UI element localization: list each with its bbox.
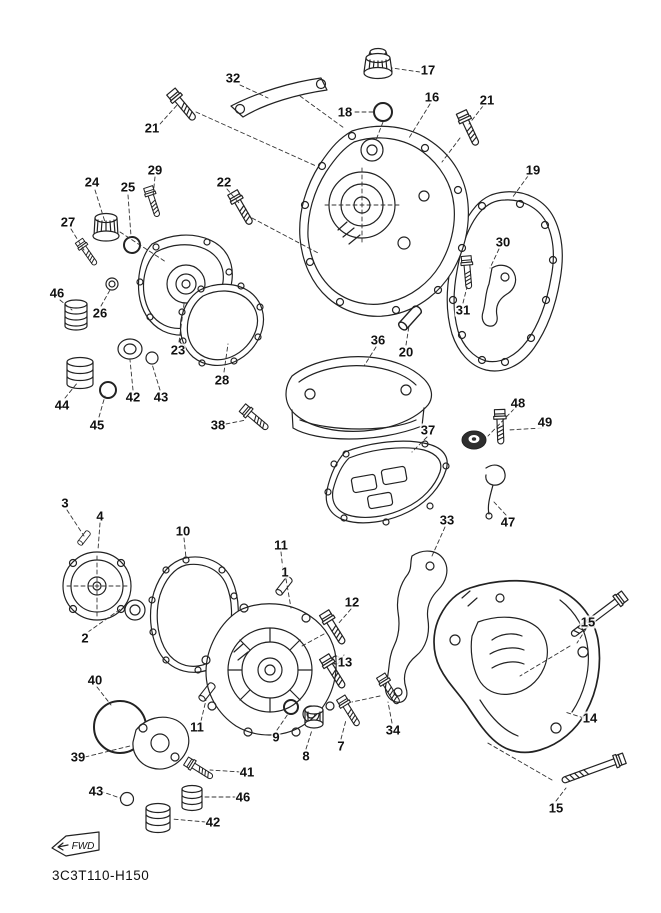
part-bolt-41 (182, 755, 216, 783)
part-middle-cover (285, 356, 433, 440)
part-dowel-3 (76, 529, 92, 547)
part-bolt-29 (142, 184, 164, 219)
part-seal-2 (124, 599, 146, 621)
part-spring-46 (64, 299, 88, 331)
part-dowel-11a (274, 575, 294, 597)
part-oring-9 (283, 699, 299, 715)
part-round-cover-4 (62, 551, 132, 621)
part-bolt-21a (165, 86, 200, 125)
part-side-cover-14 (433, 579, 601, 754)
part-middle-gasket (324, 440, 450, 526)
part-oring-18 (373, 102, 393, 122)
part-washer-26 (105, 277, 119, 291)
part-oring-45 (99, 381, 117, 399)
part-clutch-cover (299, 125, 469, 317)
part-cap-24 (92, 212, 120, 242)
part-small-cover-gasket (178, 282, 265, 367)
part-bolt-49 (492, 408, 508, 445)
part-top-bracket (230, 77, 328, 118)
part-wire-clamp-47 (485, 464, 506, 520)
part-bolt-7 (335, 693, 364, 729)
part-hook-lever (481, 264, 517, 327)
part-oring-43 (145, 351, 159, 365)
part-seal-42b (145, 802, 171, 834)
part-seal-42 (117, 338, 143, 360)
part-code: 3C3T110-H150 (52, 868, 150, 883)
fwd-label: FWD (72, 841, 95, 852)
part-bolt-38 (238, 402, 272, 434)
part-plate-39 (132, 716, 190, 770)
part-spring-46b (181, 784, 203, 812)
part-bolt-21b (454, 108, 484, 149)
part-plug-44 (66, 356, 94, 390)
fwd-flag: FWD (51, 831, 100, 857)
part-generator-cover (201, 603, 341, 737)
part-bolt-27 (74, 237, 101, 268)
part-grommet-48 (461, 430, 487, 450)
part-long-bolt-15b (559, 751, 628, 788)
part-oring-43b (119, 791, 135, 807)
part-oil-filler-cap (363, 47, 393, 80)
part-bolt-22 (226, 188, 257, 228)
part-plug-8 (304, 705, 324, 729)
leader-lines (59, 67, 587, 823)
